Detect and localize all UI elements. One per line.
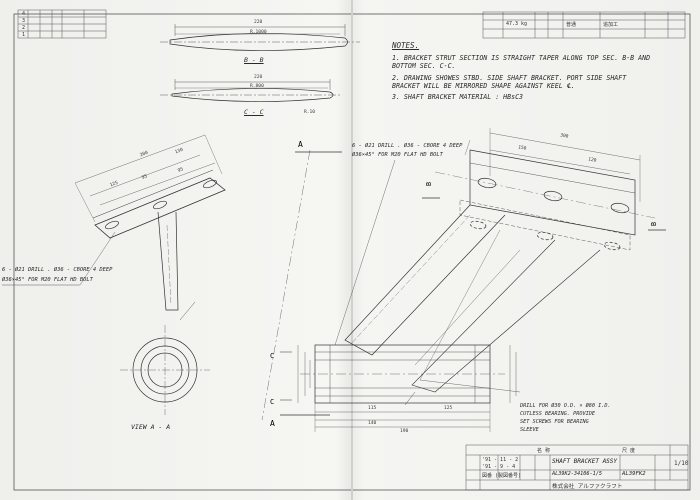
- note-line: 1. BRACKET STRUT SECTION IS STRAIGHT TAP…: [392, 54, 651, 62]
- model-value: AL39FK2: [622, 471, 646, 477]
- company-name: 株式会社 アルファクラフト: [552, 484, 623, 490]
- view-aa-label: VIEW A - A: [131, 423, 171, 431]
- boss-note: DRILL FOR Ø30 O.D. × Ø80 I.D.: [520, 403, 611, 409]
- right-view-flange: [459, 128, 641, 251]
- boss-dim: 115: [368, 406, 377, 411]
- date-value: '91 - 11 - 2: [482, 457, 519, 463]
- scale-label: 尺 度: [622, 448, 636, 454]
- cc-top-dim: 220: [254, 75, 263, 80]
- note-line: 2. DRAWING SHOWES STBD. SIDE SHAFT BRACK…: [392, 74, 627, 82]
- section-mark-aa: [280, 151, 342, 416]
- cc-tip-dim: R.10: [304, 110, 316, 115]
- bb-radius-dim: R.1000: [250, 30, 267, 35]
- drawing-no-label: 図番 (製図番号): [482, 473, 522, 479]
- right-drill-note: 6 - Ø21 DRILL . Ø36 - CBORE 4 DEEP: [352, 143, 463, 149]
- revision-mark: 2: [22, 25, 26, 31]
- material-block: [482, 11, 686, 39]
- bb-top-dim: 220: [254, 20, 263, 25]
- boss-note: CUTLESS BEARING. PROVIDE: [520, 411, 595, 417]
- weight-value: 47.3 kg: [506, 21, 528, 27]
- right-bolt-note: Ø36×45° FOR M20 FLAT HD BOLT: [352, 152, 443, 158]
- note-line: 3. SHAFT BRACKET MATERIAL : HBsC3: [392, 93, 524, 101]
- section-mark-b: B: [425, 181, 434, 187]
- boss-note: SLEEVE: [520, 427, 539, 433]
- section-mark-a: A: [270, 419, 275, 428]
- title-block: [465, 444, 689, 491]
- revision-mark: 4: [22, 11, 26, 17]
- cc-radius-dim: R.800: [250, 84, 264, 89]
- revision-mark: 3: [22, 18, 26, 24]
- note-line: BOTTOM SEC. C-C.: [392, 62, 456, 70]
- notes-heading: NOTES.: [392, 41, 420, 50]
- revision-mark: 1: [22, 32, 26, 38]
- section-bb: [160, 24, 360, 51]
- drawing-no-value: AL39K2-34106-1/5: [552, 471, 602, 477]
- right-view-strut: [334, 159, 601, 393]
- right-view-boss: [280, 344, 521, 432]
- section-mark-c: C: [270, 398, 275, 406]
- name-label: 名 称: [537, 448, 551, 454]
- boss-dim: 190: [400, 429, 409, 434]
- remark-value: 追加工: [603, 22, 619, 28]
- date-value: '91 - 9 - 4: [482, 464, 516, 470]
- section-mark-a: A: [298, 140, 303, 149]
- section-bb-label: B - B: [244, 56, 264, 64]
- revision-block: [17, 9, 107, 39]
- section-cc: [160, 79, 340, 102]
- section-mark-b: B: [650, 221, 659, 227]
- section-mark-c: C: [270, 352, 275, 360]
- section-cc-label: C - C: [244, 108, 264, 116]
- view-aa-drawing: [2, 134, 226, 415]
- note-line: BRACKET WILL BE MIRRORED SHAPE AGAINST K…: [392, 82, 575, 90]
- boss-dim: 125: [444, 406, 453, 411]
- drawing-title: SHAFT BRACKET ASSY: [552, 458, 618, 465]
- boss-note: SET SCREWS FOR BEARING: [520, 419, 589, 425]
- view-aa-bolt-note: Ø36×45° FOR M20 FLAT HD BOLT: [2, 277, 93, 283]
- grade-value: 普通: [566, 22, 577, 28]
- view-aa-drill-note: 6 - Ø21 DRILL . Ø36 - CBORE 4 DEEP: [2, 267, 113, 273]
- boss-dim: 140: [368, 421, 377, 426]
- sheet-value: 1/10: [674, 460, 689, 467]
